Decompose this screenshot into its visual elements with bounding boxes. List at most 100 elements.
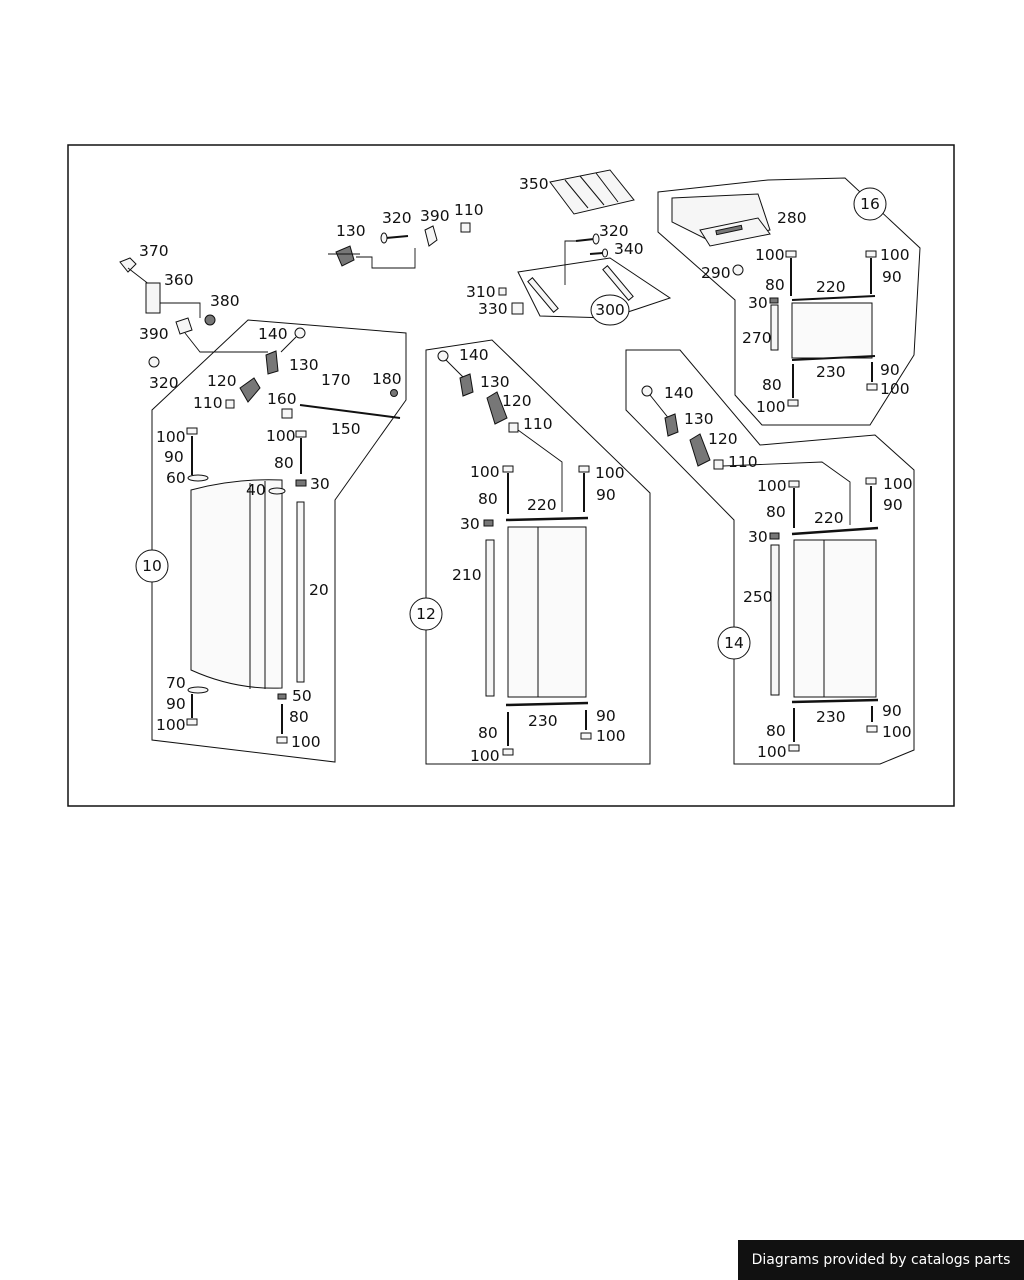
part-label: 100 — [757, 743, 787, 761]
part-label: 90 — [880, 361, 900, 379]
part-label: 110 — [728, 453, 758, 471]
tray-350-div1 — [564, 179, 589, 209]
group-12-circle — [409, 597, 443, 631]
part-label: 100 — [470, 463, 500, 481]
part-label: 110 — [523, 415, 553, 433]
plate-360 — [145, 282, 161, 314]
door-12-rail-bot — [505, 701, 589, 707]
part-label: 390 — [139, 325, 169, 343]
foot-100-g12-br — [580, 732, 592, 740]
foot-100-g16-tr — [865, 250, 877, 258]
part-label: 80 — [478, 724, 498, 742]
hinge-130-g14 — [664, 413, 679, 437]
block-110-top — [460, 222, 471, 233]
lead-390-130 — [184, 332, 268, 353]
foot-100-g16-br — [866, 383, 878, 391]
cap-30-g12 — [483, 519, 494, 527]
part-label: 80 — [766, 503, 786, 521]
group-number-12: 12 — [416, 605, 436, 623]
drawer-16-rail-top — [791, 295, 876, 301]
cap-50 — [277, 693, 287, 700]
part-label: 110 — [454, 201, 484, 219]
part-label: 70 — [166, 674, 186, 692]
cap-30-g16 — [769, 297, 779, 304]
part-label: 320 — [149, 374, 179, 392]
part-label: 80 — [762, 376, 782, 394]
part-label: 90 — [596, 486, 616, 504]
cap-30-g14 — [769, 532, 780, 540]
part-label: 130 — [336, 222, 366, 240]
part-label: 90 — [882, 702, 902, 720]
screw-140-g14-shaft — [649, 394, 671, 421]
screw-320-left — [148, 356, 160, 368]
part-label: 130 — [684, 410, 714, 428]
drawer-280-front — [699, 217, 771, 247]
part-label: 80 — [765, 276, 785, 294]
part-label: 90 — [596, 707, 616, 725]
part-label: 100 — [755, 246, 785, 264]
drawer-280-handle — [715, 224, 743, 236]
runner-right-300 — [602, 265, 634, 301]
lead-130-top — [356, 248, 416, 269]
part-label: 30 — [460, 515, 480, 533]
foot-100-g16-tl — [785, 250, 797, 258]
screw-340-shaft — [589, 252, 604, 255]
foot-100-g10-bot-r — [276, 736, 288, 744]
part-label: 290 — [701, 264, 731, 282]
part-label: 110 — [193, 394, 223, 412]
screw-140-g12 — [437, 350, 449, 362]
diagram-frame — [67, 144, 955, 807]
part-label: 100 — [596, 727, 626, 745]
part-label: 370 — [139, 242, 169, 260]
part-label: 90 — [882, 268, 902, 286]
group-10-circle — [135, 549, 169, 583]
door-10-panel — [190, 479, 283, 689]
group-14-outline — [625, 349, 915, 765]
group-number-300: 300 — [595, 301, 625, 319]
foot-100-g14-bl — [788, 744, 800, 752]
foot-100-g14-tl — [788, 480, 800, 488]
part-label: 100 — [882, 723, 912, 741]
part-label: 250 — [743, 588, 773, 606]
pin-70 — [187, 686, 209, 694]
lead-110-g14 — [722, 461, 851, 525]
part-label: 230 — [816, 363, 846, 381]
foot-100-g10-top-r — [295, 430, 307, 438]
block-310 — [498, 287, 507, 296]
bracket-120-g10 — [239, 377, 261, 403]
group-number-16: 16 — [860, 195, 880, 213]
part-label: 100 — [291, 733, 321, 751]
part-label: 100 — [883, 475, 913, 493]
pin-60 — [187, 474, 209, 482]
part-label: 320 — [382, 209, 412, 227]
part-label: 90 — [883, 496, 903, 514]
part-label: 30 — [748, 528, 768, 546]
part-label: 340 — [614, 240, 644, 258]
part-label: 100 — [156, 716, 186, 734]
group-300-outline — [517, 257, 672, 319]
screw-320-300-head — [592, 233, 600, 245]
part-label: 30 — [748, 294, 768, 312]
group-16-outline — [657, 177, 921, 426]
hinge-130-g12 — [459, 373, 474, 397]
tray-350-div3 — [595, 172, 619, 203]
tray-350 — [549, 169, 635, 215]
rod-20 — [296, 501, 305, 683]
part-label: 100 — [880, 246, 910, 264]
rod-270 — [770, 304, 779, 351]
part-label: 50 — [292, 687, 312, 705]
hinge-130-g10 — [265, 350, 279, 375]
group-10-outline — [151, 319, 407, 763]
washer-340 — [602, 248, 608, 258]
block-110-g12 — [508, 422, 519, 433]
part-label: 220 — [814, 509, 844, 527]
part-label: 130 — [289, 356, 319, 374]
part-label: 80 — [478, 490, 498, 508]
part-label: 90 — [164, 448, 184, 466]
block-110-g10 — [225, 399, 235, 409]
screw-140-g14 — [641, 385, 653, 397]
part-label: 210 — [452, 566, 482, 584]
part-label: 230 — [528, 712, 558, 730]
rod-250 — [770, 544, 780, 696]
